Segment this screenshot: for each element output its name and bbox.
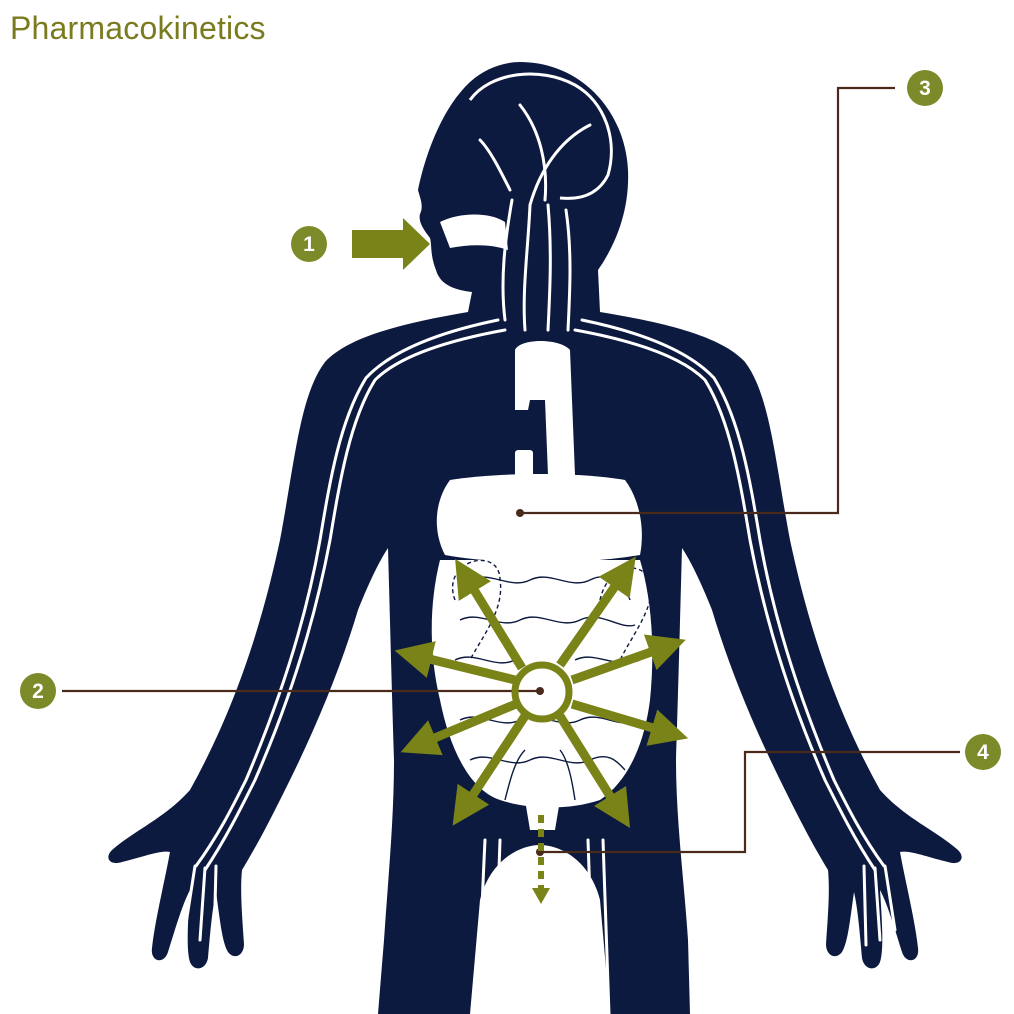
mouth-passage <box>440 214 508 250</box>
svg-text:4: 4 <box>977 741 989 764</box>
distribution-arrow <box>556 713 631 829</box>
blood-vessels <box>183 103 897 1014</box>
leader-lines <box>62 86 960 854</box>
svg-text:3: 3 <box>919 77 931 100</box>
heart-aorta <box>515 341 575 480</box>
intake-arrow <box>352 218 430 270</box>
distribution-arrows <box>394 556 689 829</box>
distribution-arrow <box>400 699 518 756</box>
callout-badge-2: 2 <box>20 673 56 709</box>
distribution-arrow <box>394 641 517 685</box>
distribution-arrow <box>455 558 526 671</box>
absorption-hub <box>511 661 573 723</box>
callout-badge-4: 4 <box>965 734 1001 770</box>
distribution-arrow <box>570 634 686 685</box>
callout-badge-1: 1 <box>291 226 327 262</box>
brain-outline <box>468 72 613 200</box>
svg-text:2: 2 <box>32 680 44 703</box>
callout-badge-3: 3 <box>907 70 943 106</box>
svg-text:1: 1 <box>303 233 315 256</box>
distribution-arrow <box>452 713 529 826</box>
leader-line-3 <box>520 86 895 515</box>
excretion-arrow <box>532 815 550 904</box>
leader-line-4 <box>540 750 960 854</box>
stomach-organ <box>436 474 642 563</box>
page-title: Pharmacokinetics <box>10 10 266 46</box>
distribution-arrow <box>556 556 636 668</box>
distribution-arrow <box>570 699 689 746</box>
